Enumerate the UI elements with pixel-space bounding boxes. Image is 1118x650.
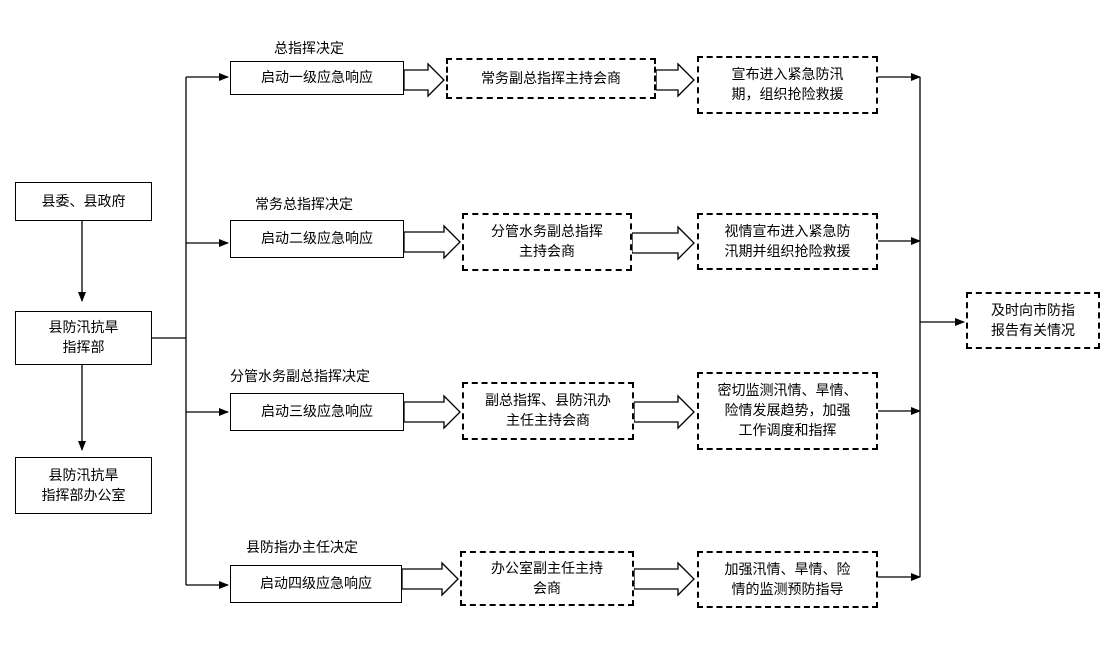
report-box: 及时向市防指 报告有关情况 — [966, 292, 1100, 349]
block-arrow-4b — [633, 561, 695, 597]
level2-action-line2: 汛期并组织抢险救援 — [724, 243, 851, 260]
flood-hq-label-line1: 县防汛抗旱 — [48, 320, 119, 336]
report-line2: 报告有关情况 — [991, 322, 1075, 339]
block-arrow-3b — [633, 394, 695, 430]
level1-action-line1: 宣布进入紧急防汛 — [731, 67, 844, 83]
level2-response-box: 启动二级应急响应 — [230, 220, 404, 258]
level1-decision-label: 总指挥决定 — [274, 41, 344, 57]
level3-action-line3: 工作调度和指挥 — [738, 423, 837, 439]
level4-action-box: 加强汛情、旱情、险 情的监测预防指导 — [697, 551, 878, 608]
block-arrow-2a — [403, 224, 461, 260]
level2-action-box: 视情宣布进入紧急防 汛期并组织抢险救援 — [697, 213, 878, 270]
level1-action-box: 宣布进入紧急防汛 期，组织抢险救援 — [697, 56, 878, 114]
level4-action-line2: 情的监测预防指导 — [731, 581, 844, 598]
block-arrow-2b — [631, 225, 695, 261]
level4-decision-label: 县防指办主任决定 — [246, 540, 358, 556]
level1-consult-label: 常务副总指挥主持会商 — [481, 70, 621, 87]
block-arrow-4a — [401, 561, 459, 597]
level4-consult-line1: 办公室副主任主持 — [491, 560, 603, 577]
block-arrow-1b — [655, 62, 695, 98]
flood-hq-label-line2: 指挥部 — [62, 340, 105, 356]
level1-consult-box: 常务副总指挥主持会商 — [446, 58, 656, 99]
level3-action-line2: 险情发展趋势，加强 — [724, 403, 851, 419]
flood-hq-office-label-line1: 县防汛抗旱 — [48, 467, 119, 484]
level3-response-box: 启动三级应急响应 — [230, 393, 404, 431]
flood-hq-box: 县防汛抗旱 指挥部 — [15, 311, 152, 365]
level2-decision-label: 常务总指挥决定 — [255, 197, 353, 213]
level3-action-box: 密切监测汛情、旱情、 险情发展趋势，加强 工作调度和指挥 — [697, 372, 878, 450]
level3-consult-box: 副总指挥、县防汛办 主任主持会商 — [462, 382, 634, 440]
level4-response-box: 启动四级应急响应 — [230, 565, 402, 603]
level2-response-label: 启动二级应急响应 — [261, 231, 373, 247]
county-government-label: 县委、县政府 — [41, 193, 126, 210]
level2-action-line1: 视情宣布进入紧急防 — [724, 223, 851, 240]
level3-decision-label: 分管水务副总指挥决定 — [230, 369, 370, 385]
level3-consult-line1: 副总指挥、县防汛办 — [485, 393, 611, 409]
level4-consult-line2: 会商 — [533, 580, 561, 597]
flood-hq-office-box: 县防汛抗旱 指挥部办公室 — [15, 457, 152, 514]
level3-response-label: 启动三级应急响应 — [261, 404, 373, 420]
block-arrow-1a — [403, 62, 445, 98]
level2-consult-line2: 主持会商 — [519, 244, 575, 260]
report-line1: 及时向市防指 — [991, 302, 1075, 319]
level4-action-line1: 加强汛情、旱情、险 — [724, 561, 851, 578]
block-arrow-3a — [403, 394, 461, 430]
level1-action-line2: 期，组织抢险救援 — [731, 87, 844, 103]
level1-response-box: 启动一级应急响应 — [230, 61, 404, 95]
level1-response-label: 启动一级应急响应 — [261, 70, 373, 86]
county-government-box: 县委、县政府 — [15, 182, 152, 221]
level3-consult-line2: 主任主持会商 — [506, 413, 590, 429]
flood-hq-office-label-line2: 指挥部办公室 — [41, 487, 126, 504]
level4-consult-box: 办公室副主任主持 会商 — [460, 551, 634, 606]
level4-response-label: 启动四级应急响应 — [260, 576, 372, 592]
level3-action-line1: 密切监测汛情、旱情、 — [717, 383, 858, 399]
level2-consult-box: 分管水务副总指挥 主持会商 — [462, 213, 632, 271]
level2-consult-line1: 分管水务副总指挥 — [491, 224, 603, 240]
